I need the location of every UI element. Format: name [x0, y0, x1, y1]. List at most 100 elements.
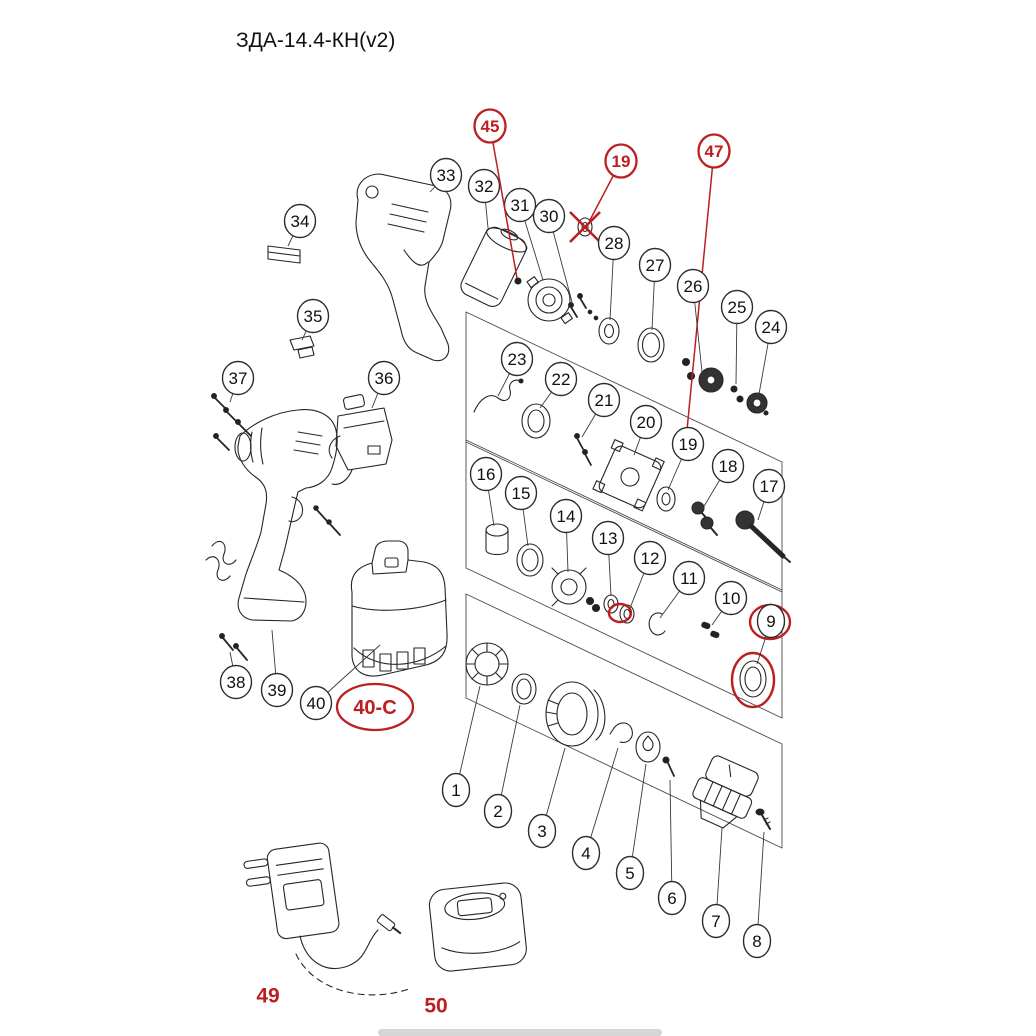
pins-part-25 [730, 385, 744, 403]
callout-9: 9 [756, 603, 786, 665]
callout-35: 35 [296, 298, 330, 341]
svg-text:3: 3 [537, 822, 546, 841]
svg-text:33: 33 [437, 166, 456, 185]
battery-pack-part-40 [350, 540, 448, 677]
callout-13: 13 [591, 520, 625, 597]
red-x-mark [569, 211, 601, 243]
svg-text:39: 39 [268, 681, 287, 700]
screws-part-21 [574, 433, 592, 466]
screws-part-30 [568, 293, 599, 321]
callout-40: 40 [299, 644, 381, 721]
callout-19-red: 19 [589, 143, 638, 221]
callout-40-C-red: 40-C [335, 682, 415, 732]
screws-part-37 [211, 393, 252, 451]
red-ring-part-12 [607, 602, 633, 624]
washer-part-19 [656, 486, 676, 512]
callout-36: 36 [367, 360, 401, 409]
shaft-part-17 [735, 510, 791, 563]
callout-12: 12 [629, 540, 667, 609]
page-title: ЗДА-14.4-КН(v2) [236, 29, 395, 52]
callout-4: 4 [571, 747, 619, 871]
svg-text:13: 13 [599, 529, 618, 548]
svg-text:10: 10 [722, 589, 741, 608]
callout-3: 3 [527, 747, 566, 849]
washer-part-28 [598, 317, 620, 345]
drill-body [234, 409, 338, 622]
callout-47-red: 47 [686, 133, 731, 431]
bracket-part-34 [267, 245, 301, 264]
callout-27: 27 [638, 247, 672, 331]
gear-plate-part-31 [526, 276, 573, 325]
callout-5: 5 [615, 763, 647, 891]
callout-30: 30 [532, 198, 573, 303]
red-annotation-layer [569, 211, 792, 709]
svg-text:31: 31 [511, 196, 530, 215]
callout-26: 26 [676, 268, 710, 373]
svg-text:9: 9 [766, 612, 775, 631]
callout-28: 28 [597, 225, 631, 321]
ring-part-2 [511, 673, 537, 705]
callout-25: 25 [720, 289, 754, 385]
svg-text:32: 32 [475, 177, 494, 196]
svg-text:40-C: 40-C [353, 697, 396, 719]
svg-text:7: 7 [711, 912, 720, 931]
reference-plane-bottom [465, 593, 783, 849]
svg-text:38: 38 [227, 673, 246, 692]
svg-text:47: 47 [705, 142, 724, 161]
gears-part-18 [691, 501, 718, 536]
switch-assembly-part-36 [328, 394, 393, 485]
spring-clip-part-4 [609, 722, 633, 743]
svg-text:16: 16 [477, 465, 496, 484]
ring-part-15 [516, 543, 544, 577]
cam-plate-part-5 [635, 731, 661, 763]
callout-49-red: 49 [256, 984, 279, 1007]
svg-text:20: 20 [637, 413, 656, 432]
svg-text:19: 19 [679, 435, 698, 454]
charger-adapter-part-49 [243, 842, 413, 996]
gearbox-part-20 [592, 439, 665, 512]
callout-39: 39 [260, 629, 294, 708]
wire-part-23 [473, 378, 524, 413]
callout-8: 8 [742, 831, 772, 959]
gear-set-part-26 [681, 357, 724, 393]
knurled-cap-part-1 [465, 642, 509, 686]
screw-part-45 [514, 277, 522, 285]
svg-text:35: 35 [304, 307, 323, 326]
callout-32: 32 [467, 168, 501, 229]
svg-text:18: 18 [719, 457, 738, 476]
housing-half-part [355, 173, 452, 362]
ring-part-22 [521, 403, 551, 439]
screws-part-38 [219, 633, 248, 661]
callout-2: 2 [483, 704, 521, 829]
svg-text:24: 24 [762, 318, 781, 337]
callout-22: 22 [539, 361, 578, 409]
callout-1: 1 [441, 685, 481, 808]
gear-part-24 [746, 392, 769, 416]
svg-text:37: 37 [229, 369, 248, 388]
svg-text:26: 26 [684, 277, 703, 296]
svg-text:25: 25 [728, 298, 747, 317]
svg-text:8: 8 [752, 932, 761, 951]
wire-leads [205, 540, 237, 581]
callout-17: 17 [752, 468, 786, 521]
svg-text:1: 1 [451, 781, 460, 800]
screw-part-6 [662, 756, 675, 777]
ring-part-9 [739, 660, 767, 698]
svg-text:40: 40 [307, 694, 326, 713]
svg-text:45: 45 [481, 117, 500, 136]
svg-text:23: 23 [508, 350, 527, 369]
callout-16: 16 [469, 456, 503, 527]
callout-37: 37 [221, 360, 255, 403]
svg-text:36: 36 [375, 369, 394, 388]
callout-6: 6 [657, 779, 687, 916]
reference-plane-middle [465, 439, 783, 719]
callout-50-red: 50 [424, 994, 447, 1017]
drawing-layer [205, 173, 791, 1036]
svg-text:17: 17 [760, 477, 779, 496]
svg-text:22: 22 [552, 370, 571, 389]
superseded-part [577, 217, 593, 237]
callout-20: 20 [629, 404, 663, 456]
callout-10: 10 [711, 580, 748, 626]
